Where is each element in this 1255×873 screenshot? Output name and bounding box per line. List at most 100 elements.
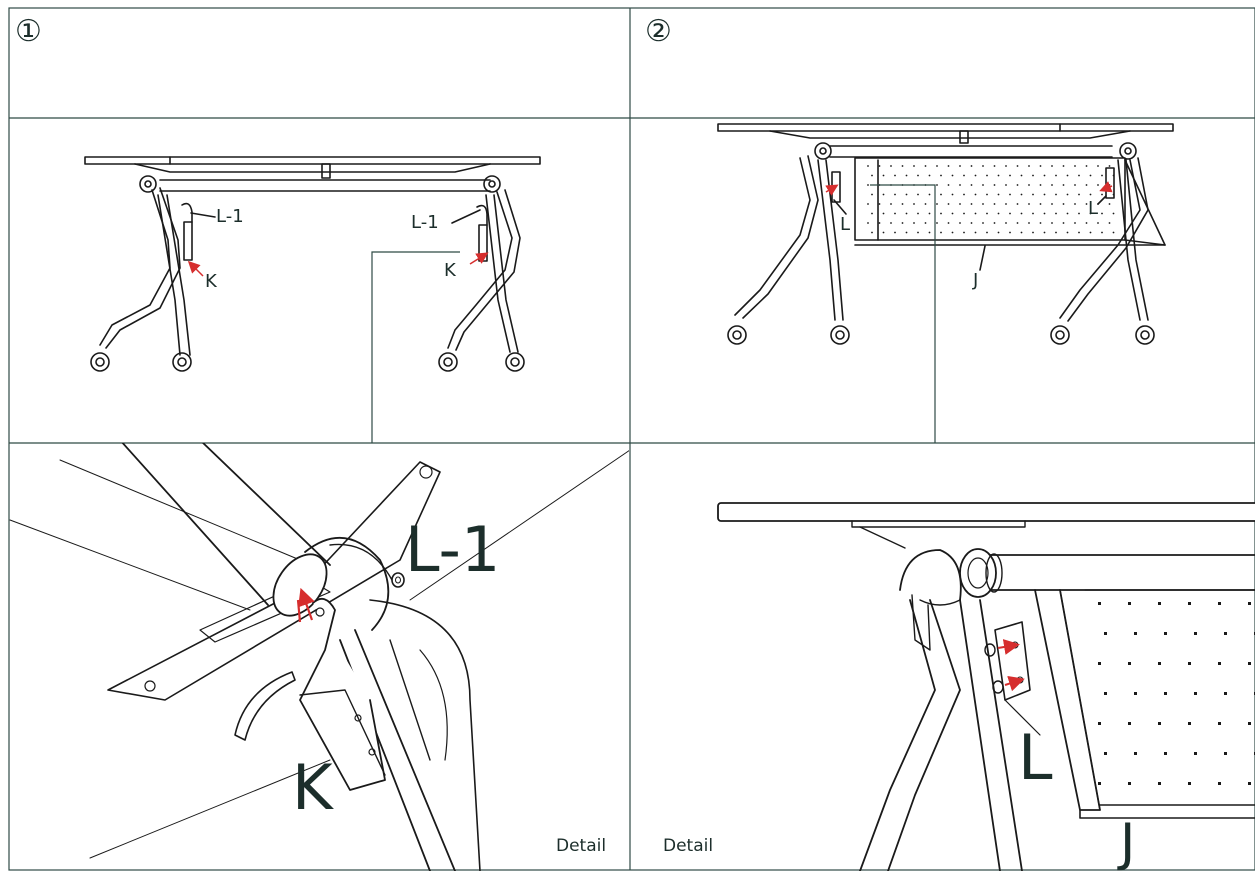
step2-label-left-screw: L xyxy=(840,214,851,235)
panel-hole xyxy=(1101,174,1103,177)
panel-hole xyxy=(878,222,881,224)
panel-hole xyxy=(1005,222,1007,224)
panel-hole xyxy=(917,231,919,234)
step1-label-left-bolt: L-1 xyxy=(216,206,244,227)
panel-hole xyxy=(959,165,961,167)
panel-hole xyxy=(1020,212,1023,215)
panel-hole xyxy=(1104,752,1107,755)
panel-hole xyxy=(1248,662,1251,665)
panel-hole xyxy=(1108,222,1111,224)
panel-hole xyxy=(1020,193,1023,196)
panel-hole xyxy=(1032,212,1034,215)
panel-hole xyxy=(1066,231,1069,234)
panel-hole xyxy=(882,231,885,234)
panel-hole xyxy=(1112,212,1115,215)
panel-hole xyxy=(1016,165,1019,167)
panel-hole xyxy=(997,193,1000,196)
panel-hole xyxy=(1043,231,1046,234)
panel-hole xyxy=(1032,193,1034,196)
panel-hole xyxy=(882,174,885,177)
panel-hole xyxy=(974,193,977,196)
step1-label-left-bracket: K xyxy=(205,271,217,292)
step2-detail-holes xyxy=(1098,602,1255,785)
panel-hole xyxy=(1194,752,1197,755)
panel-hole xyxy=(924,203,927,205)
panel-hole xyxy=(993,165,996,167)
panel-hole xyxy=(871,174,873,177)
panel-hole xyxy=(1188,602,1191,605)
panel-hole xyxy=(924,165,927,167)
panel-hole xyxy=(1039,222,1042,224)
panel-hole xyxy=(974,231,977,234)
panel-hole xyxy=(936,184,938,186)
panel-hole xyxy=(1078,212,1080,215)
panel-hole xyxy=(1074,165,1076,167)
panel-hole xyxy=(993,184,996,186)
panel-hole xyxy=(1005,165,1007,167)
panel-hole xyxy=(951,212,954,215)
panel-hole xyxy=(1108,203,1111,205)
panel-hole xyxy=(1074,222,1076,224)
panel-hole xyxy=(913,165,915,167)
panel-hole xyxy=(1055,193,1057,196)
panel-hole xyxy=(997,231,1000,234)
panel-hole xyxy=(963,193,965,196)
panel-hole xyxy=(1134,692,1137,695)
panel-hole xyxy=(1043,212,1046,215)
panel-hole xyxy=(986,174,988,177)
panel-hole xyxy=(982,222,984,224)
panel-hole xyxy=(1016,222,1019,224)
panel-hole xyxy=(890,203,892,205)
panel-hole xyxy=(1098,602,1101,605)
panel-hole xyxy=(1089,193,1092,196)
panel-hole xyxy=(894,193,896,196)
panel-hole xyxy=(882,212,885,215)
panel-hole xyxy=(1078,174,1080,177)
panel-hole xyxy=(970,184,973,186)
panel-hole xyxy=(936,222,938,224)
panel-hole xyxy=(936,203,938,205)
step2-panel-holes xyxy=(867,165,1115,234)
panel-hole xyxy=(1128,782,1131,785)
panel-grid xyxy=(8,7,1255,871)
panel-hole xyxy=(947,222,950,224)
panel-hole xyxy=(905,174,908,177)
panel-hole xyxy=(1108,165,1111,167)
panel-hole xyxy=(1158,722,1161,725)
panel-hole xyxy=(1009,231,1011,234)
panel-hole xyxy=(1055,231,1057,234)
panel-hole xyxy=(1248,722,1251,725)
panel-hole xyxy=(894,231,896,234)
panel-hole xyxy=(1055,212,1057,215)
step-1-icon: ① xyxy=(15,14,42,49)
panel-hole xyxy=(1032,174,1034,177)
panel-hole xyxy=(959,184,961,186)
panel-hole xyxy=(1062,165,1065,167)
panel-hole xyxy=(1194,632,1197,635)
panel-hole xyxy=(867,165,869,167)
panel-hole xyxy=(890,165,892,167)
panel-hole xyxy=(1101,231,1103,234)
panel-hole xyxy=(1062,184,1065,186)
panel-hole xyxy=(1108,184,1111,186)
panel-hole xyxy=(928,231,931,234)
panel-hole xyxy=(905,231,908,234)
panel-hole xyxy=(1194,692,1197,695)
panel-hole xyxy=(986,231,988,234)
panel-hole xyxy=(959,203,961,205)
panel-hole xyxy=(1051,222,1053,224)
step2-detail-arrows xyxy=(997,639,1025,692)
panel-hole xyxy=(1009,193,1011,196)
panel-hole xyxy=(997,174,1000,177)
panel-hole xyxy=(963,212,965,215)
panel-hole xyxy=(1089,231,1092,234)
panel-hole xyxy=(1098,782,1101,785)
panel-hole xyxy=(1134,632,1137,635)
panel-hole xyxy=(928,212,931,215)
step-2-icon: ② xyxy=(645,14,672,49)
panel-hole xyxy=(970,203,973,205)
panel-hole xyxy=(1039,165,1042,167)
panel-hole xyxy=(913,222,915,224)
panel-hole xyxy=(974,174,977,177)
panel-hole xyxy=(1098,722,1101,725)
